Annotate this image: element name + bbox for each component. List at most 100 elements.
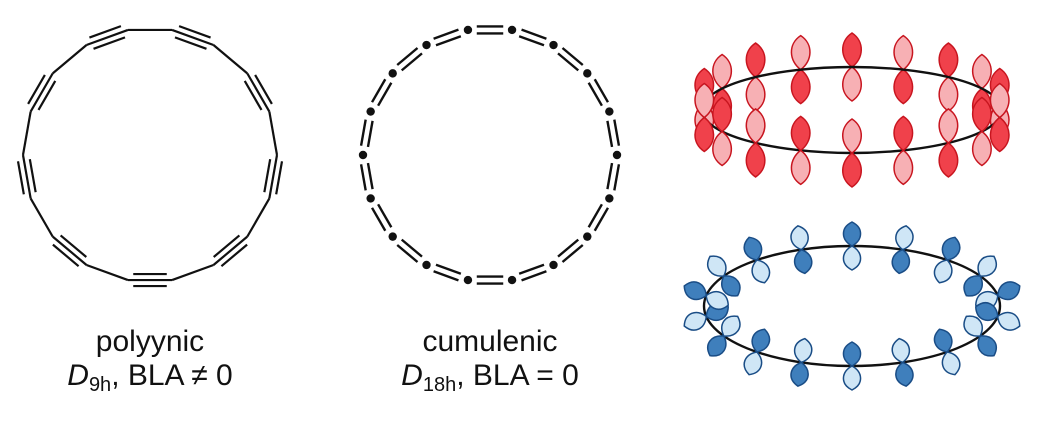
orbital-lobe (977, 335, 997, 357)
orbital-lobe (721, 275, 741, 297)
bond-line (21, 154, 32, 199)
carbon-atom (605, 107, 614, 116)
orbital-lobe (933, 328, 953, 353)
p-orbital (971, 96, 992, 167)
double-bond-line (377, 82, 393, 107)
p-orbital (712, 96, 733, 167)
p-orbital (938, 108, 959, 178)
double-bond-line (435, 35, 462, 47)
carbon-atom (388, 232, 397, 241)
carbon-atom (463, 275, 473, 285)
triple-bond-line (275, 161, 284, 195)
bond-line (86, 28, 129, 47)
orbital-lobe (989, 116, 1010, 153)
p-orbital (989, 82, 1010, 153)
orbital-lobe (938, 142, 959, 178)
orbital-lobe (963, 275, 983, 297)
carbon-atom (388, 69, 397, 78)
orbital-lobe (694, 116, 715, 153)
double-bond-line (613, 119, 621, 146)
orbital-lobe (745, 42, 766, 78)
carbon-atom (358, 150, 368, 160)
bond-line (52, 235, 88, 266)
double-bond-line (400, 238, 423, 258)
polyynic-point-group: D (67, 359, 89, 392)
double-bond-line (400, 52, 423, 72)
orbital-lobe (790, 149, 811, 186)
orbital-lobe (989, 82, 1010, 119)
cumulenic-caption: cumulenic D18h, BLA = 0 (340, 325, 640, 402)
orbital-lobe (938, 76, 959, 112)
in-plane-orbital (891, 225, 914, 275)
cumulenic-label: cumulenic (422, 325, 558, 358)
triple-bond-line (27, 74, 46, 105)
orbital-lobe (705, 291, 730, 310)
triple-bond-line (220, 243, 248, 268)
p-orbital (745, 42, 766, 112)
double-bond-line (587, 82, 603, 107)
bond-line (29, 72, 54, 113)
double-bond-line (613, 164, 621, 191)
triple-bond-line (16, 161, 25, 195)
cumulenic-point-group: D (401, 359, 423, 392)
orbital-lobe (842, 365, 862, 391)
in-plane-orbital (933, 328, 961, 376)
triple-bond-line (93, 36, 126, 50)
polyynic-ring (16, 25, 284, 288)
carbon-atom (612, 150, 622, 160)
orbital-lobe (841, 118, 863, 154)
orbital-lobe (841, 32, 863, 68)
cumulenic-bla: , BLA = 0 (456, 359, 579, 392)
bond-line (246, 197, 271, 238)
double-bond-line (521, 270, 547, 282)
orbital-lobe (941, 236, 961, 261)
in-plane-orbital (842, 341, 862, 391)
double-bond-line (606, 162, 614, 190)
orbital-lobe (712, 130, 733, 167)
cumulenic-symmetry: D18h, BLA = 0 (340, 359, 640, 402)
out-of-plane-orbital-ring (694, 32, 1010, 188)
cumulenic-point-group-sub: 18h (422, 374, 457, 396)
triple-bond-line (178, 25, 211, 39)
orbital-lobe (893, 149, 914, 186)
orbital-lobe (938, 42, 959, 78)
triple-bond-line (59, 234, 88, 258)
carbon-atom (583, 69, 592, 78)
orbital-lobe (790, 68, 811, 105)
double-bond-line (557, 238, 580, 258)
orbital-lobe (707, 255, 727, 277)
orbital-lobe (743, 351, 763, 376)
in-plane-orbital (683, 281, 730, 310)
bond-line (21, 111, 32, 156)
carbon-atom (507, 275, 517, 285)
bond-line (29, 197, 54, 238)
triple-bond-line (28, 158, 37, 193)
orbital-lobe (971, 130, 992, 167)
in-plane-orbital (974, 302, 1021, 331)
polyynic-symmetry: D9h, BLA ≠ 0 (0, 359, 300, 402)
in-plane-orbital (933, 236, 961, 284)
orbital-lobe (971, 96, 992, 133)
double-bond-line (561, 244, 584, 263)
bond-line (52, 44, 88, 75)
p-orbital (694, 82, 715, 153)
orbital-lobe (842, 221, 862, 247)
double-bond-line (518, 263, 545, 275)
cumulenic-ring (358, 25, 622, 285)
double-bond-line (359, 164, 367, 191)
in-plane-orbital (963, 255, 997, 297)
orbital-lobe (790, 225, 809, 251)
double-bond-line (606, 120, 614, 148)
bond-line (246, 72, 271, 113)
double-bond-line (366, 162, 374, 190)
double-bond-line (593, 207, 610, 232)
orbital-lobe (683, 281, 708, 301)
p-orbital (790, 34, 811, 105)
orbital-lobe (963, 315, 983, 337)
double-bond-line (366, 120, 374, 148)
p-orbital (790, 115, 811, 186)
p-orbital (841, 118, 863, 188)
triple-bond-line (263, 158, 272, 193)
in-plane-orbital (743, 328, 771, 376)
